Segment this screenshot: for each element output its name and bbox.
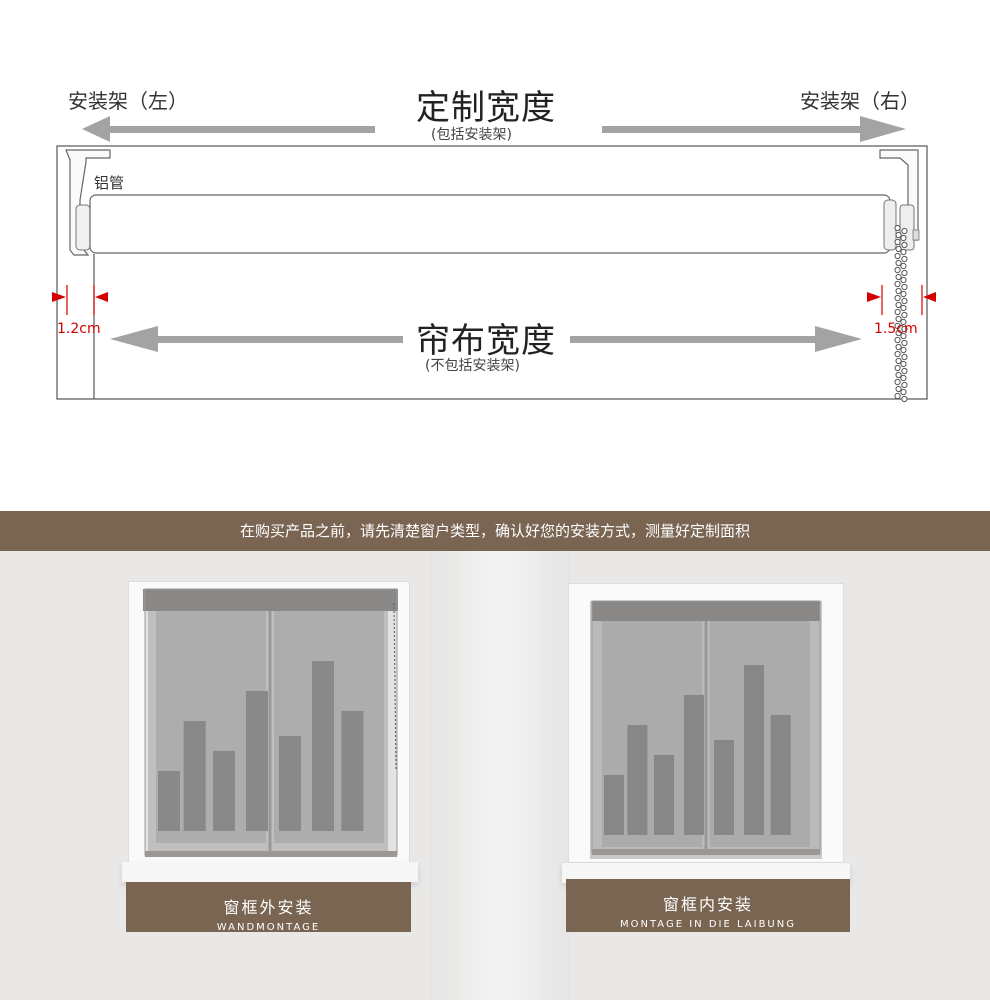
arrow-left-icon xyxy=(110,326,158,352)
install-methods-section: 窗框外安装 WANDMONTAGE 窗框内安装 MONTAGE IN DIE L… xyxy=(0,551,990,1000)
bottom-rail xyxy=(145,851,397,857)
window-sill xyxy=(122,862,418,882)
right-bracket-label: 安装架（右） xyxy=(800,89,920,113)
bead-chain-icon xyxy=(894,224,908,403)
right-gap-marker xyxy=(867,285,936,315)
outside-mount-plaque: 窗框外安装 WANDMONTAGE xyxy=(126,882,411,933)
custom-width-arrows xyxy=(82,116,906,142)
width-diagram: 安装架（左） 安装架（右） 定制宽度 (包括安装架) 铝管 帘布宽度 (不包括安… xyxy=(52,88,936,403)
fabric-width-arrows xyxy=(110,326,862,352)
window-sill xyxy=(562,863,850,883)
diagram-drawing xyxy=(52,116,936,403)
arrow-right-icon xyxy=(815,326,862,352)
inside-mount-scene xyxy=(562,583,850,883)
inside-mount-plaque: 窗框内安装 MONTAGE IN DIE LAIBUNG xyxy=(566,879,850,932)
fabric-width-title: 帘布宽度 xyxy=(416,321,556,361)
window-frame-outline xyxy=(56,145,928,400)
aluminum-tube xyxy=(89,194,897,254)
roller-cassette xyxy=(592,601,820,621)
arrow-right-icon xyxy=(860,116,906,142)
custom-width-subtitle: (包括安装架) xyxy=(431,127,512,143)
window-with-blind-illustration xyxy=(590,600,822,859)
fabric-width-subtitle: (不包括安装架) xyxy=(425,358,520,374)
left-bracket-icon xyxy=(65,149,111,256)
inside-mount-title: 窗框内安装 xyxy=(662,895,753,914)
roller-cassette xyxy=(143,589,398,611)
outside-mount-subtitle: WANDMONTAGE xyxy=(216,922,321,933)
arrow-left-icon xyxy=(82,116,110,142)
wall-divider xyxy=(430,551,570,1000)
left-gap-marker xyxy=(52,285,108,315)
outside-mount-scene xyxy=(122,581,418,882)
info-banner: 在购买产品之前，请先清楚窗户类型，确认好您的安装方式，测量好定制面积 xyxy=(0,511,990,551)
left-bracket-label: 安装架（左） xyxy=(68,89,188,113)
right-gap-value: 1.5cm xyxy=(874,321,918,337)
custom-width-title: 定制宽度 xyxy=(416,88,556,128)
window-with-blind-illustration xyxy=(143,588,398,857)
left-gap-value: 1.2cm xyxy=(57,321,101,337)
tube-label: 铝管 xyxy=(94,174,125,192)
outside-mount-title: 窗框外安装 xyxy=(223,898,314,917)
chain-icon xyxy=(393,602,397,772)
inside-mount-subtitle: MONTAGE IN DIE LAIBUNG xyxy=(620,919,796,930)
bottom-rail xyxy=(592,849,820,855)
